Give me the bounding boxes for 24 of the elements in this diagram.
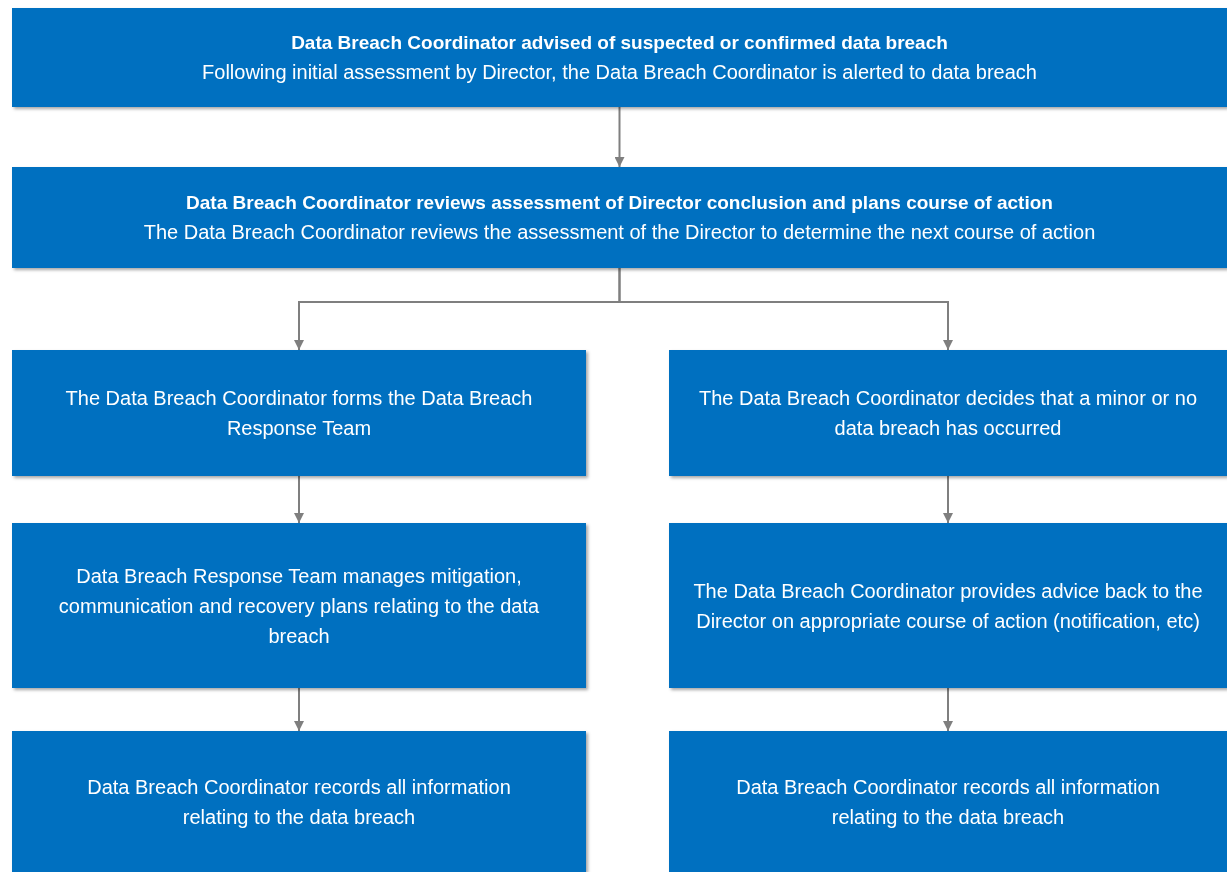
process-box	[12, 167, 1227, 268]
process-box	[12, 350, 586, 476]
box-text: Data Breach Response Team manages mitigation, communication and recovery plans relating to the data breach	[57, 563, 541, 649]
box-heading: Data Breach Coordinator advised of suspected or confirmed data breach	[291, 30, 948, 55]
process-box	[12, 8, 1227, 107]
box-text: The Data Breach Coordinator decides that a minor or no data breach has occurred	[697, 386, 1198, 441]
process-box	[12, 731, 586, 872]
arrow	[943, 475, 953, 524]
box-text: Data Breach Coordinator records all information relating to the data breach	[86, 774, 512, 830]
process-box	[669, 350, 1227, 476]
process-box	[669, 523, 1227, 688]
box-heading: Data Breach Coordinator reviews assessment of Director conclusion and plans course of action	[186, 190, 1053, 215]
arrow	[614, 106, 625, 168]
arrow	[294, 687, 304, 732]
arrow	[943, 687, 953, 732]
box-text: The Data Breach Coordinator reviews the assessment of the Director to determine the next course of action	[143, 219, 1096, 245]
box-text: The Data Breach Coordinator provides advice back to the Director on appropriate course of action (notification, etc)	[692, 578, 1204, 634]
process-box	[12, 523, 586, 688]
box-text: The Data Breach Coordinator forms the Data Breach Response Team	[64, 386, 534, 441]
box-text: Data Breach Coordinator records all information relating to the data breach	[735, 774, 1161, 830]
arrow	[294, 475, 304, 524]
box-text: Following initial assessment by Director, the Data Breach Coordinator is alerted to data breach	[202, 59, 1037, 85]
process-box	[669, 731, 1227, 872]
arrow	[618, 267, 953, 351]
